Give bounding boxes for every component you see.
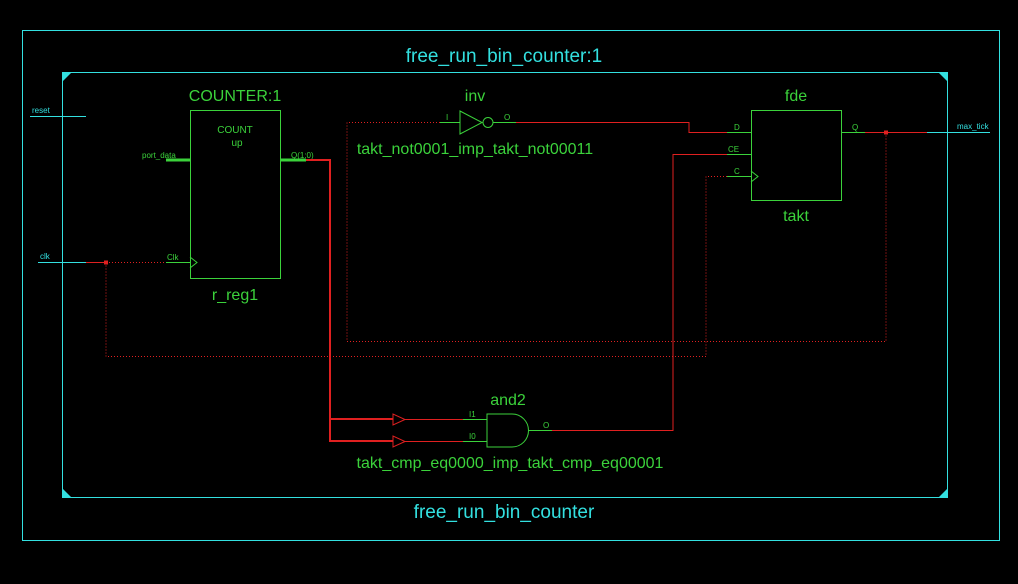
inverter-gate[interactable] — [459, 110, 484, 135]
counter-instance-label: r_reg1 — [212, 287, 258, 304]
ff-instance-label: takt — [783, 208, 809, 225]
corner-marker-tl — [62, 72, 72, 82]
inner-module-label: free_run_bin_counter — [414, 502, 595, 523]
max-tick-port-label: max_tick — [957, 122, 990, 131]
and-gate[interactable] — [486, 413, 529, 448]
flipflop-block[interactable] — [751, 110, 842, 201]
net-q-junction — [884, 130, 888, 135]
inverter-bubble — [482, 117, 494, 128]
counter-clk-label: Clk — [167, 253, 180, 262]
and-i1-label: I1 — [469, 410, 476, 419]
net-clk-to-ff[interactable] — [105, 176, 727, 357]
counter-block[interactable] — [190, 110, 281, 279]
inverter-in-label: I — [446, 113, 448, 122]
counter-inner-line1: COUNT — [217, 125, 253, 136]
counter-port-data-label: port_data — [142, 151, 176, 160]
counter-type-label: COUNTER:1 — [189, 88, 282, 105]
and-instance-label: takt_cmp_eq0000_imp_takt_cmp_eq00001 — [357, 455, 664, 472]
ff-clock-triangle — [750, 170, 759, 183]
and-i0-label: I0 — [469, 432, 476, 441]
inverter-type-label: inv — [465, 88, 485, 105]
ff-q-label: Q — [852, 123, 858, 132]
counter-clock-triangle — [189, 256, 198, 269]
ff-type-label: fde — [785, 88, 807, 105]
corner-marker-tr — [938, 72, 948, 82]
and-type-label: and2 — [490, 392, 526, 409]
counter-inner-line2: up — [231, 138, 243, 149]
net-inv-to-d[interactable] — [516, 122, 727, 133]
net-clk-junction — [104, 260, 108, 265]
ff-ce-label: CE — [728, 145, 739, 154]
counter-q-label: Q(1:0) — [291, 151, 314, 160]
corner-marker-bl — [62, 488, 72, 498]
net-counter-q-bus[interactable] — [306, 159, 393, 442]
inverter-instance-label: takt_not0001_imp_takt_not00011 — [357, 141, 593, 158]
net-q-feedback[interactable] — [346, 122, 887, 342]
reset-port-label: reset — [32, 106, 51, 115]
outer-frame — [22, 30, 1000, 541]
and-out-label: O — [543, 421, 549, 430]
and-i1-buffer — [392, 413, 407, 426]
and-i0-buffer — [392, 435, 407, 448]
clk-port-label: clk — [40, 252, 51, 261]
outer-module-label: free_run_bin_counter:1 — [406, 46, 602, 67]
ff-c-label: C — [734, 167, 740, 176]
module-box[interactable] — [62, 72, 948, 498]
ff-d-label: D — [734, 123, 740, 132]
corner-marker-br — [938, 488, 948, 498]
inverter-out-label: O — [504, 113, 510, 122]
net-and-to-ce[interactable] — [552, 154, 727, 431]
